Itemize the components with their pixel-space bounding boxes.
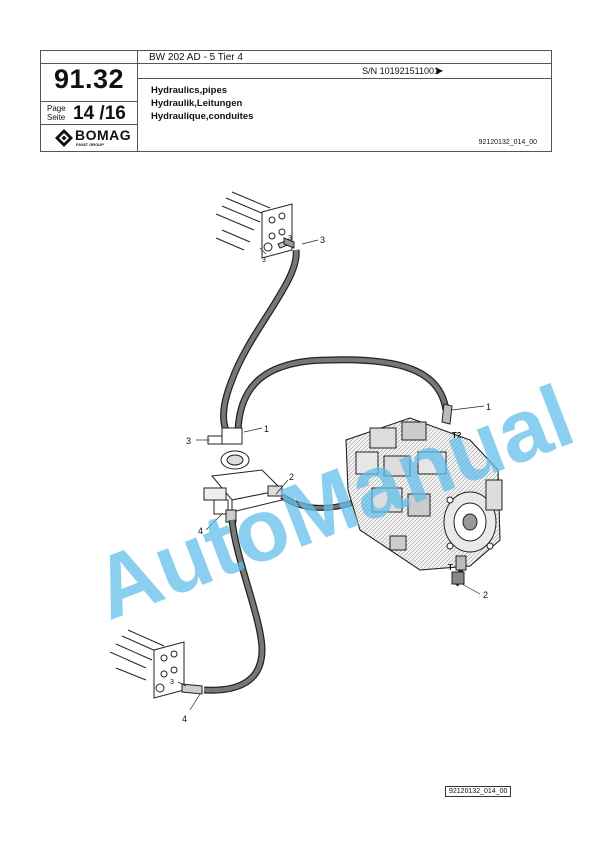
section-panel: 91.32 Page Seite 14 /16 BOMAG FAYAT GROU…	[41, 51, 138, 151]
hose-upper	[220, 249, 300, 432]
page-label: Page Seite	[47, 104, 66, 122]
port-label-t2: T2	[452, 431, 462, 440]
callout-1-manifold: 1	[264, 424, 269, 434]
title-block: 91.32 Page Seite 14 /16 BOMAG FAYAT GROU…	[40, 50, 552, 152]
serial-arrow-icon: ▶	[436, 66, 443, 75]
page-number: 14 /16	[73, 103, 126, 124]
callout-1-right: 1	[486, 402, 491, 412]
logo-brand: BOMAG	[75, 127, 132, 143]
callout-4-manifold: 4	[198, 526, 203, 536]
divider	[41, 124, 137, 125]
callout-3-upper: 3	[320, 235, 325, 245]
callout-labels: 3 3 1 1 3 2 2 4 T2 T 3 4 3	[170, 235, 491, 724]
callout-leaders	[177, 239, 485, 711]
divider	[41, 101, 137, 102]
part-group-titles: Hydraulics,pipes Hydraulik,Leitungen Hyd…	[151, 84, 253, 123]
hydraulic-pipes-drawing: 3 3 1 1 3 2 2 4 T2 T 3 4 3	[109, 191, 503, 724]
upper-mounting-bracket	[215, 191, 295, 259]
callout-2-bottom: 2	[483, 590, 488, 600]
bomag-diamond-icon	[55, 129, 73, 147]
logo-subtitle: FAYAT GROUP	[76, 142, 104, 147]
serial-number: S/N 101921511001	[362, 66, 439, 76]
callout-3-bracket: 3	[262, 257, 266, 264]
title-french: Hydraulique,conduites	[151, 111, 254, 122]
callout-3-fitting: 3	[288, 235, 292, 242]
title-english: Hydraulics,pipes	[151, 85, 228, 96]
drawing-reference: 92120132_014_00	[445, 786, 512, 797]
callout-4-lower: 4	[182, 714, 187, 724]
bomag-logo: BOMAG FAYAT GROUP	[55, 127, 135, 149]
port-label-t: T	[448, 563, 453, 572]
divider	[137, 63, 551, 64]
page-label-en: Page	[47, 104, 66, 113]
lower-mounting-bracket	[109, 629, 203, 699]
page-label-de: Seite	[47, 113, 66, 122]
callout-3-lower: 3	[170, 679, 174, 686]
section-number: 91.32	[53, 64, 125, 94]
manifold-block	[203, 427, 284, 523]
info-panel: BW 202 AD - 5 Tier 4 S/N 101921511001 ▶ …	[137, 51, 551, 151]
title-german: Hydraulik,Leitungen	[151, 98, 243, 109]
hydraulic-pump	[345, 417, 503, 585]
callout-3-left: 3	[186, 436, 191, 446]
document-reference: 92120132_014_00	[478, 139, 537, 146]
divider	[41, 63, 137, 64]
divider	[137, 78, 551, 79]
callout-2-middle: 2	[289, 472, 294, 482]
machine-model: BW 202 AD - 5 Tier 4	[149, 52, 243, 63]
